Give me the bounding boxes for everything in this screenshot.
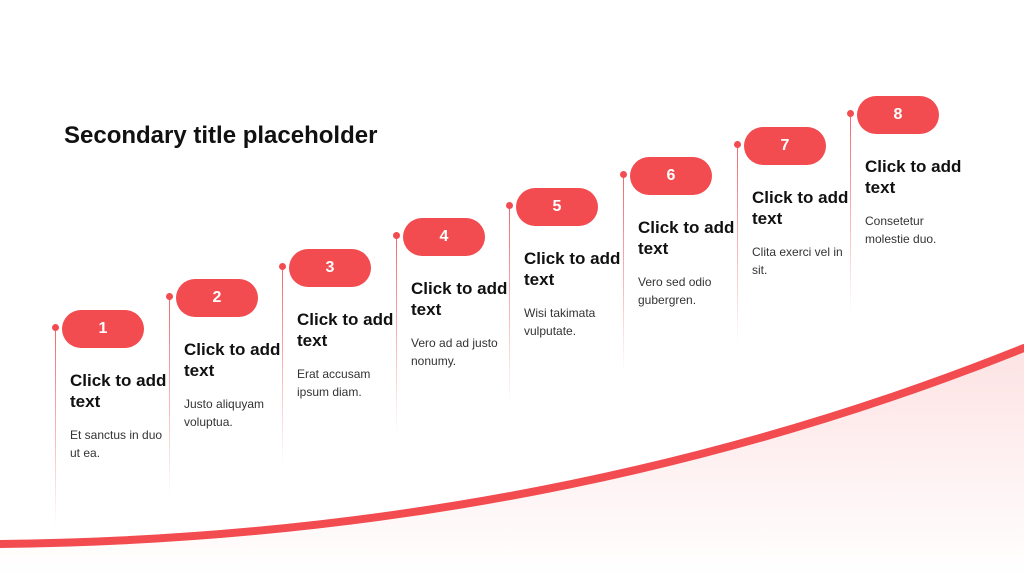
step-heading[interactable]: Click to add text xyxy=(752,188,849,228)
step-description[interactable]: Wisi takimata vulputate. xyxy=(524,306,596,338)
step-number-badge[interactable]: 3 xyxy=(289,249,371,287)
step-heading[interactable]: Click to add text xyxy=(865,157,962,197)
step-marker-dot xyxy=(734,141,741,148)
step-number-badge[interactable]: 4 xyxy=(403,218,485,256)
step-number-badge[interactable]: 8 xyxy=(857,96,939,134)
step-heading[interactable]: Click to add text xyxy=(70,371,167,411)
page-title[interactable]: Secondary title placeholder xyxy=(64,122,378,149)
step-marker-dot xyxy=(279,263,286,270)
step-connector-line xyxy=(396,235,397,435)
step-marker-dot xyxy=(166,293,173,300)
curve-fill xyxy=(0,348,1024,576)
step-heading[interactable]: Click to add text xyxy=(638,218,735,258)
step-number-badge[interactable]: 1 xyxy=(62,310,144,348)
step-marker-dot xyxy=(52,324,59,331)
step-description[interactable]: Clita exerci vel in sit. xyxy=(752,245,843,277)
step-number-badge[interactable]: 5 xyxy=(516,188,598,226)
step-connector-line xyxy=(850,113,851,313)
step-connector-line xyxy=(55,327,56,527)
step-marker-dot xyxy=(506,202,513,209)
step-description[interactable]: Erat accusam ipsum diam. xyxy=(297,367,371,399)
step-marker-dot xyxy=(847,110,854,117)
step-description[interactable]: Vero sed odio gubergren. xyxy=(638,275,712,307)
step-marker-dot xyxy=(620,171,627,178)
step-description[interactable]: Justo aliquyam voluptua. xyxy=(184,397,265,429)
step-connector-line xyxy=(737,144,738,344)
step-heading[interactable]: Click to add text xyxy=(524,249,621,289)
step-heading[interactable]: Click to add text xyxy=(297,310,394,350)
step-number-badge[interactable]: 2 xyxy=(176,279,258,317)
step-number-badge[interactable]: 6 xyxy=(630,157,712,195)
step-marker-dot xyxy=(393,232,400,239)
step-number-badge[interactable]: 7 xyxy=(744,127,826,165)
step-connector-line xyxy=(509,205,510,405)
step-connector-line xyxy=(282,266,283,466)
step-heading[interactable]: Click to add text xyxy=(411,279,508,319)
step-connector-line xyxy=(623,174,624,374)
step-description[interactable]: Consetetur molestie duo. xyxy=(865,214,937,246)
step-description[interactable]: Et sanctus in duo ut ea. xyxy=(70,428,163,460)
step-description[interactable]: Vero ad ad justo nonumy. xyxy=(411,336,498,368)
step-heading[interactable]: Click to add text xyxy=(184,340,281,380)
step-connector-line xyxy=(169,296,170,496)
curve-line xyxy=(0,344,1024,548)
